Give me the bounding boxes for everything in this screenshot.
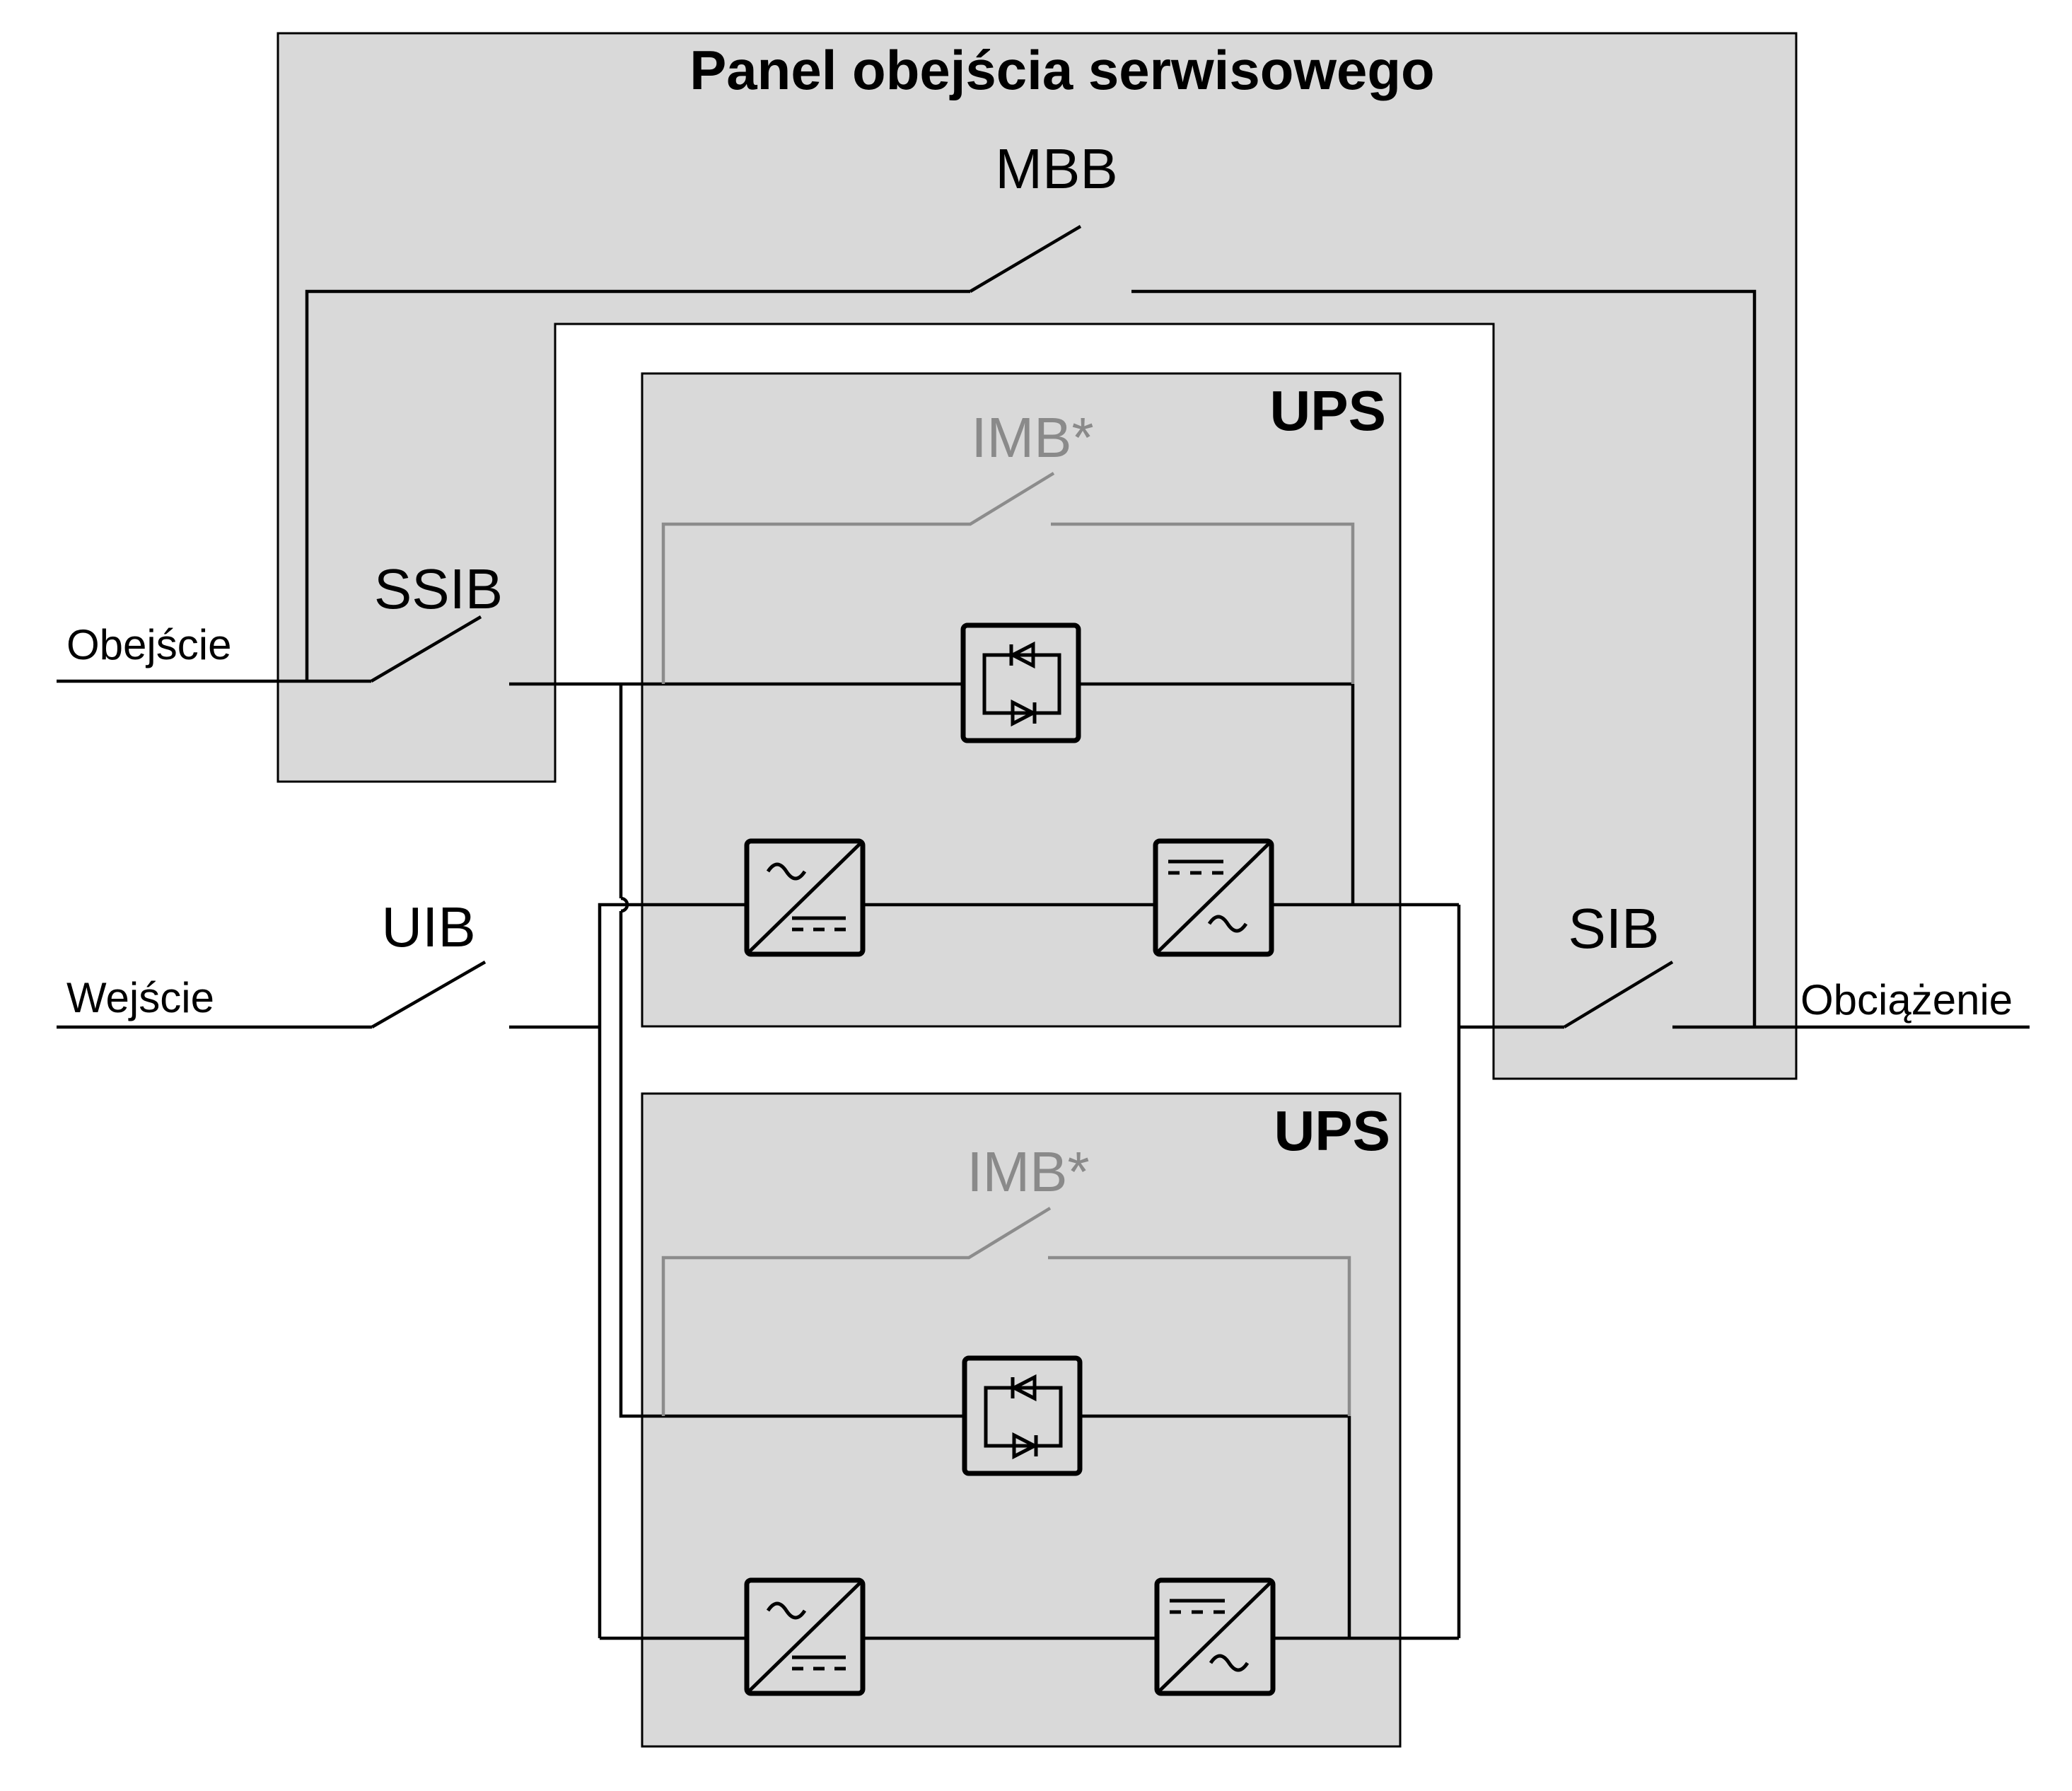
ups1-static-switch-icon	[960, 622, 1081, 743]
load-output-label: Obciążenie	[1800, 976, 2013, 1024]
ups1-inverter-icon	[1153, 838, 1274, 957]
mbb-right-wire	[1131, 289, 1757, 1027]
ups1-imb-wire-left	[661, 472, 1055, 684]
sib-switch-blade	[1563, 961, 1674, 1028]
mbb-left-wire	[305, 289, 970, 681]
ups1-label: UPS	[1270, 379, 1387, 442]
ssib-switch-blade	[370, 615, 482, 683]
ups2-label: UPS	[1274, 1099, 1391, 1162]
ups2-rectifier-icon	[744, 1577, 866, 1696]
bypass-bus-lower	[619, 911, 963, 1418]
uib-switch-blade	[371, 961, 487, 1028]
mbb-switch-blade	[969, 225, 1082, 293]
ups1-imb-label: IMB*	[971, 406, 1093, 469]
sib-label: SIB	[1568, 897, 1660, 960]
mains-bus-ups1	[598, 903, 747, 1638]
mains-input-label: Wejście	[66, 974, 214, 1021]
ups2-imb-wire-left	[661, 1207, 1052, 1416]
bypass-input-label: Obejście	[66, 621, 231, 668]
ups1-rectifier-icon	[744, 838, 866, 957]
ups2-static-switch-icon	[962, 1355, 1083, 1476]
ssib-label: SSIB	[374, 557, 503, 620]
mbb-label: MBB	[995, 137, 1117, 200]
ups1-imb-wire-right	[1051, 522, 1355, 684]
panel-title: Panel obejścia serwisowego	[689, 39, 1434, 101]
ups2-imb-label: IMB*	[967, 1140, 1089, 1203]
ups2-inverter-icon	[1154, 1577, 1276, 1696]
ups2-imb-wire-right	[1048, 1256, 1351, 1416]
service-bypass-panel	[277, 32, 1798, 1080]
uib-label: UIB	[381, 896, 475, 958]
